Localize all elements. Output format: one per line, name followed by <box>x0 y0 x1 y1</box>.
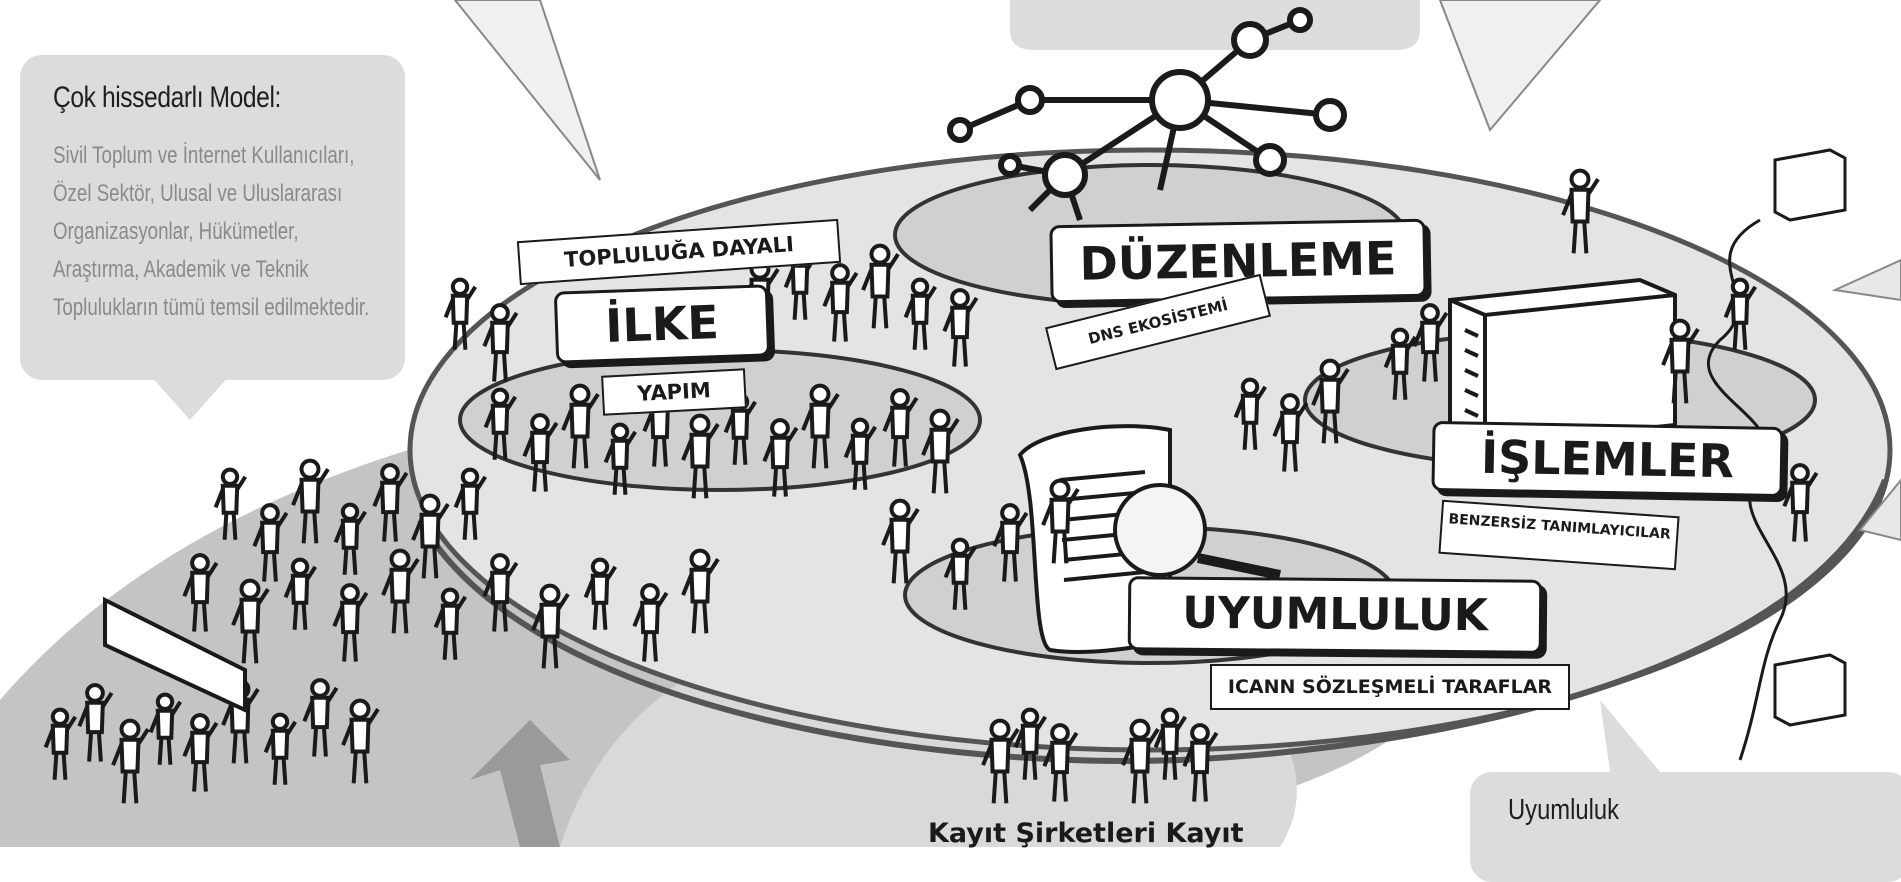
stick-figure <box>681 548 720 634</box>
bubble-tail-left <box>150 375 230 420</box>
stick-figure <box>822 263 859 342</box>
stick-figure <box>1042 723 1079 802</box>
stick-figure <box>981 718 1020 804</box>
stick-figure <box>291 458 330 544</box>
stick-figure <box>1182 723 1219 802</box>
stick-figure <box>1561 168 1600 254</box>
stick-figure <box>1723 277 1757 350</box>
stick-figure <box>433 587 467 660</box>
stick-figure <box>482 553 519 632</box>
stick-figure <box>77 683 114 762</box>
model-speech-bubble: Çok hissedarlı Model: Sivil Toplum ve İn… <box>20 55 405 380</box>
stick-figure <box>881 498 920 584</box>
compliance-tail <box>1600 700 1660 772</box>
stick-figure <box>882 388 919 467</box>
stick-figure <box>302 678 339 757</box>
stick-figure <box>483 387 517 460</box>
stick-figure <box>43 707 77 780</box>
model-bubble-body: Sivil Toplum ve İnternet Kullanıcıları, … <box>53 142 370 321</box>
small-server-icon <box>1773 148 1847 727</box>
label-yapim: YAPIM <box>601 368 747 416</box>
stick-figure <box>283 557 317 630</box>
compliance-bubble-title: Uyumluluk <box>1508 794 1620 826</box>
stick-figure <box>341 698 380 784</box>
stick-figure <box>231 578 270 664</box>
stick-figure <box>332 583 369 662</box>
protest-sign <box>103 596 247 714</box>
stick-figure <box>148 692 182 765</box>
stick-figure <box>1311 358 1350 444</box>
stick-figure <box>583 557 617 630</box>
network-graph-icon <box>947 7 1347 221</box>
stick-figure <box>921 408 960 494</box>
stick-figure <box>453 467 487 540</box>
top-right-wedge <box>1438 0 1602 132</box>
stick-figure <box>861 243 900 329</box>
stick-figure <box>1233 377 1267 450</box>
stick-figure <box>411 493 450 579</box>
stick-figure <box>111 718 150 804</box>
stick-figure <box>943 537 977 610</box>
stick-figure <box>482 303 519 382</box>
label-uyumluluk: UYUMLULUK <box>1127 576 1543 654</box>
stick-figure <box>903 277 937 350</box>
stick-figure <box>522 413 559 492</box>
stick-figure <box>333 502 367 575</box>
arrow-icon <box>470 720 570 847</box>
stick-figure <box>681 413 720 499</box>
stick-figure <box>1412 303 1449 382</box>
stick-figure <box>1782 463 1819 542</box>
illustration-scene <box>0 0 1901 847</box>
stick-figure <box>182 713 219 792</box>
stick-figure <box>182 553 219 632</box>
stick-figure <box>603 422 637 495</box>
top-bubble <box>1010 0 1420 50</box>
stick-figure <box>252 503 289 582</box>
compliance-speech-bubble: Uyumluluk <box>1470 772 1901 882</box>
stick-figure <box>1153 707 1187 780</box>
label-islemler: İŞLEMLER <box>1431 420 1784 498</box>
model-bubble-title: Çok hissedarlı Model: <box>53 81 281 114</box>
top-left-wedge <box>453 0 601 181</box>
stick-figure <box>531 583 570 669</box>
stick-figure <box>1383 327 1417 400</box>
stick-figure <box>561 383 600 469</box>
label-kayit-sirketleri: Kayıt Şirketleri Kayıt <box>928 818 1244 849</box>
stick-figure <box>443 277 477 350</box>
stick-figure <box>263 712 297 785</box>
stick-figure <box>372 463 409 542</box>
right-wedge-2 <box>1858 478 1901 542</box>
stick-figure <box>942 288 979 367</box>
right-wedge-1 <box>1831 258 1901 302</box>
stick-figure <box>213 467 247 540</box>
stick-figure <box>1041 478 1080 564</box>
outer-platform-edge <box>417 478 1888 764</box>
server-icon <box>1448 277 1677 448</box>
stick-figure <box>1272 393 1309 472</box>
stick-figure <box>1661 318 1700 404</box>
stick-figure <box>1121 718 1160 804</box>
crowd-figures <box>43 168 1819 804</box>
stick-figure <box>992 503 1029 582</box>
label-icann-sozlesmeli-taraflar: ICANN SÖZLEŞMELİ TARAFLAR <box>1210 664 1570 710</box>
stick-figure <box>801 383 840 469</box>
stick-figure <box>762 418 799 497</box>
stick-figure <box>381 548 420 634</box>
stick-figure <box>1013 707 1047 780</box>
label-ilke: İLKE <box>553 284 771 364</box>
stick-figure <box>843 417 877 490</box>
stick-figure <box>632 583 669 662</box>
